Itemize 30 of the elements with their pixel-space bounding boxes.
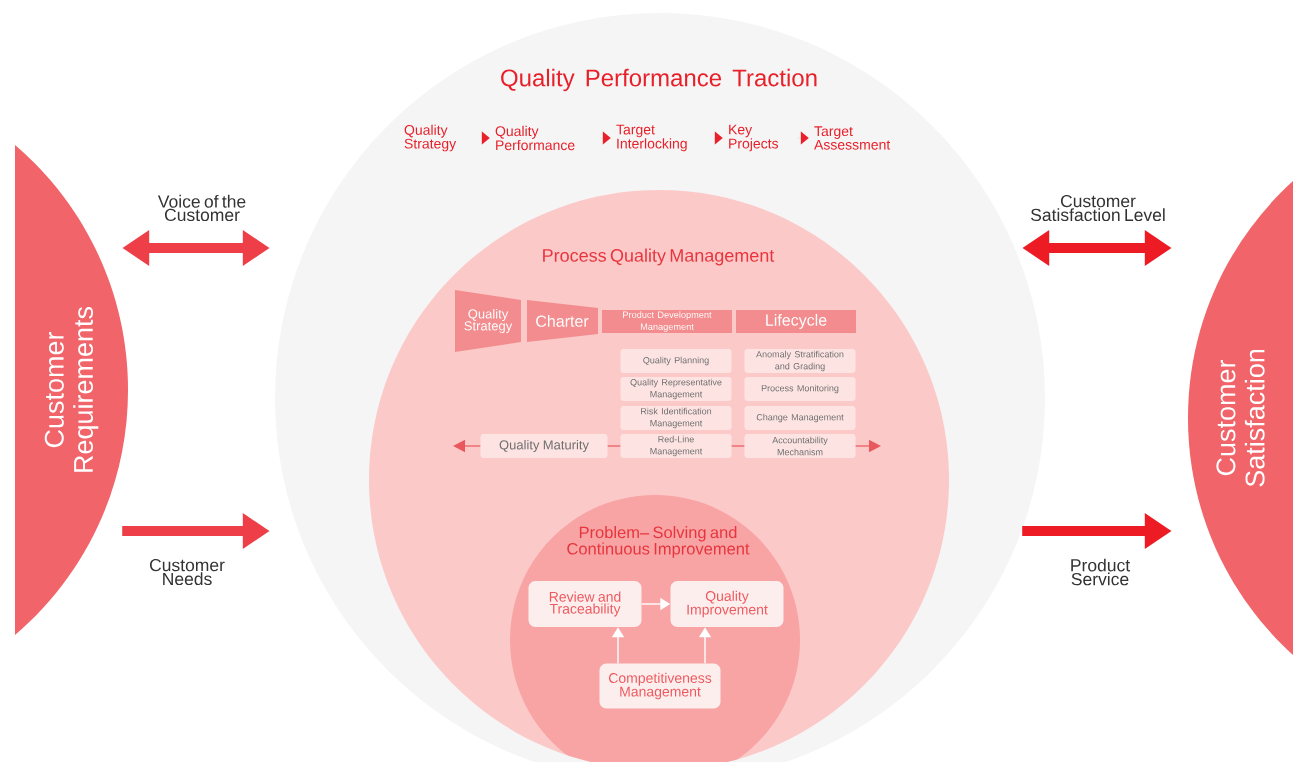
funnel-segment: Charter bbox=[527, 300, 598, 342]
process-box: Change Management bbox=[744, 406, 856, 430]
step-label: Target Interlocking bbox=[616, 124, 687, 152]
process-box: Red-Line Management bbox=[620, 434, 732, 458]
edge-label: Product Service bbox=[1071, 558, 1130, 586]
process-box: Accountability Mechanism bbox=[744, 434, 856, 458]
connector-line bbox=[607, 445, 621, 447]
process-box: Quality Improvement bbox=[670, 581, 784, 627]
step-label: Target Assessment bbox=[814, 126, 891, 150]
process-box: Risk Identification Management bbox=[620, 406, 732, 430]
step-label: Key Projects bbox=[729, 124, 779, 152]
process-box: Product Development Management bbox=[602, 310, 732, 333]
process-box: Competitiveness Management bbox=[599, 663, 721, 709]
funnel-segment: Quality Strategy bbox=[455, 290, 521, 352]
process-box: Review and Traceability bbox=[528, 581, 642, 627]
process-box: Anomaly Stratification and Grading bbox=[744, 349, 856, 373]
arrow bbox=[481, 131, 490, 145]
step-label: Quality Strategy bbox=[404, 124, 457, 152]
edge-label: Customer Needs bbox=[149, 558, 225, 586]
arrow bbox=[797, 131, 809, 145]
connector-line bbox=[731, 445, 745, 447]
process-box: Quality Maturity bbox=[480, 434, 608, 458]
process-box: Quality Representative Management bbox=[620, 377, 732, 401]
process-box: Quality Planning bbox=[620, 349, 732, 373]
step-label: Quality Performance bbox=[495, 125, 575, 151]
edge-label: Voice of the Customer bbox=[157, 194, 246, 222]
arrow bbox=[713, 131, 723, 145]
arrow bbox=[600, 131, 611, 145]
process-box: Process Monitoring bbox=[744, 377, 856, 401]
process-box: Lifecycle bbox=[736, 310, 856, 333]
